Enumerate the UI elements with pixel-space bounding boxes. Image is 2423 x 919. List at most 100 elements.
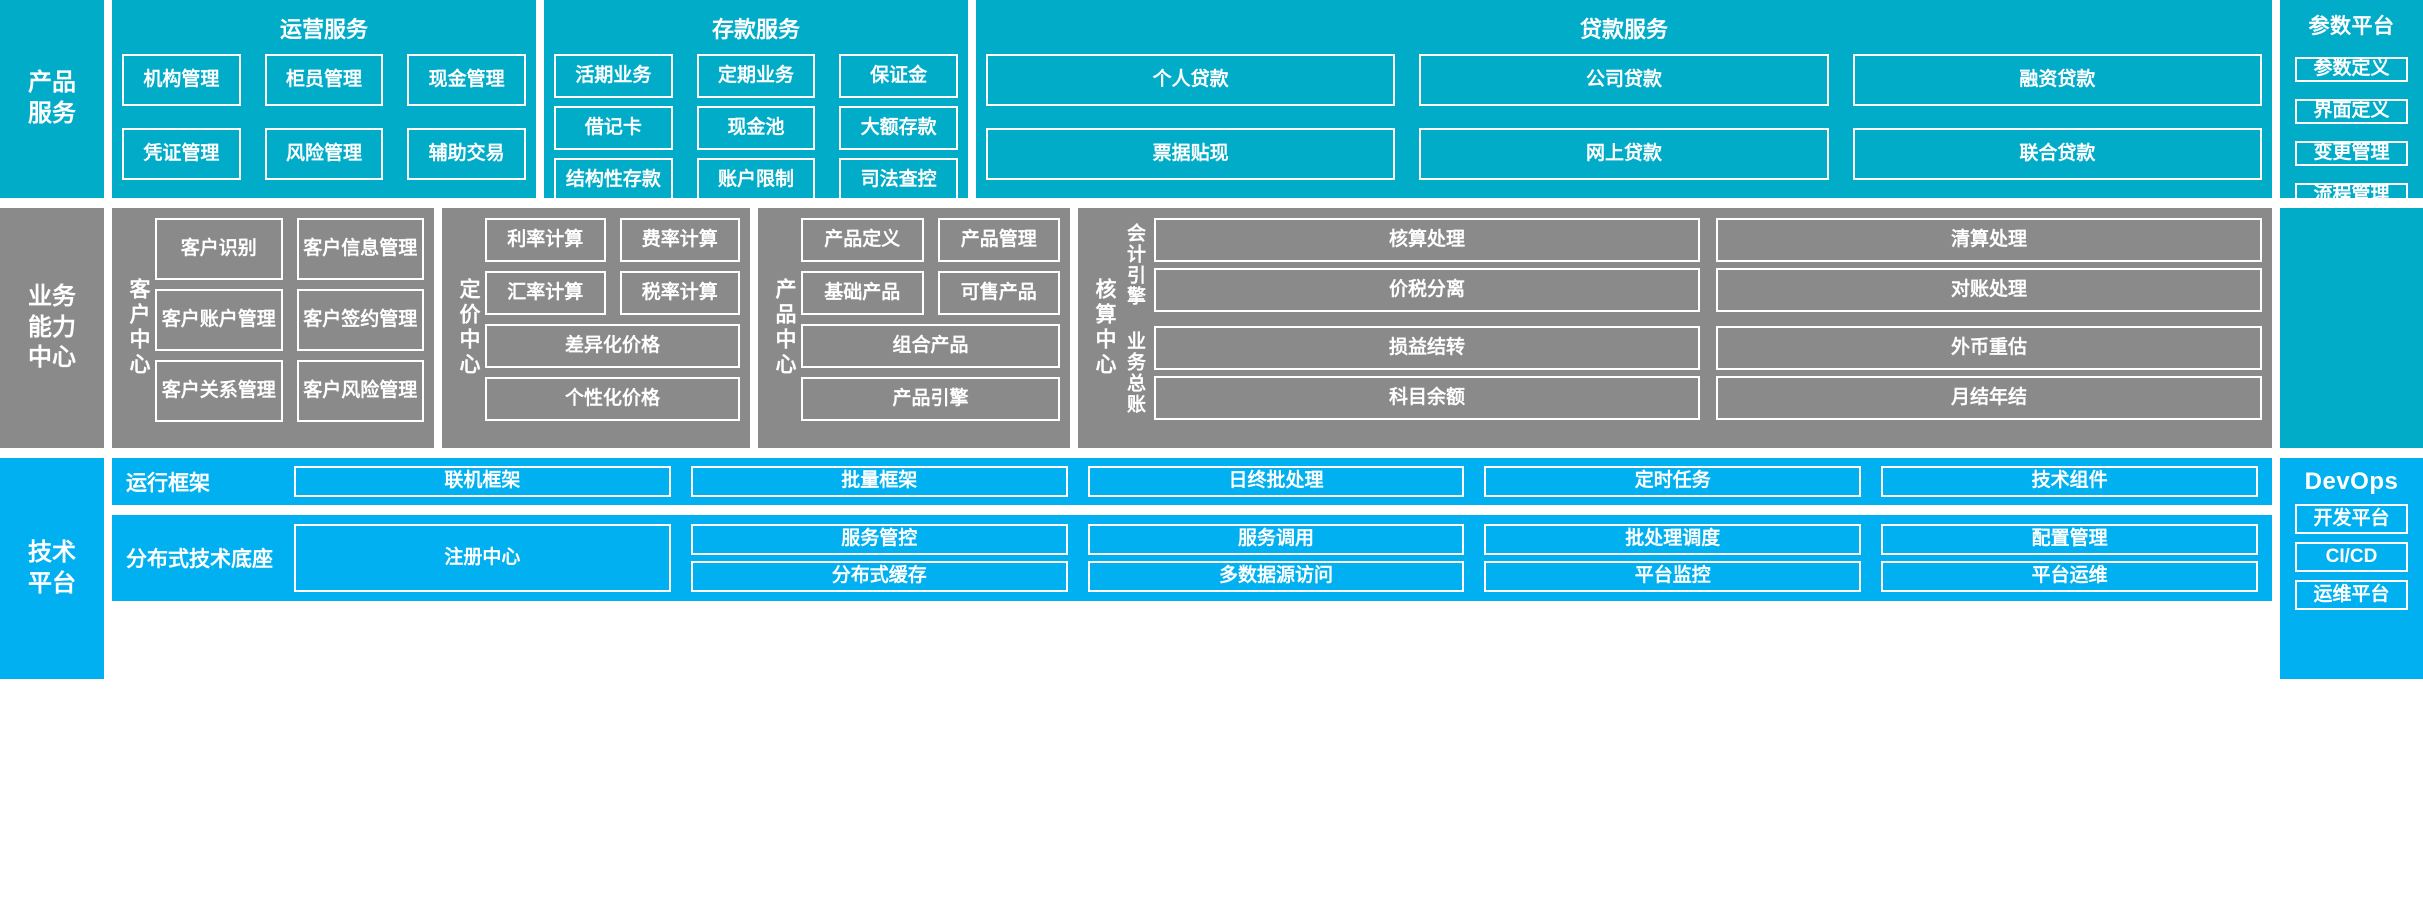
chip-teller-management[interactable]: 柜员管理 (264, 54, 384, 106)
chip-base-product[interactable]: 基础产品 (801, 271, 924, 315)
chip-structured-deposit[interactable]: 结构性存款 (554, 158, 673, 202)
panel-deposit-grid: 活期业务 定期业务 保证金 借记卡 现金池 大额存款 结构性存款 账户限制 司法… (554, 54, 958, 202)
chip-tax-rate-calc[interactable]: 税率计算 (619, 271, 740, 315)
panel-pricing-center: 定价中心 利率计算 费率计算 汇率计算 税率计算 差异化价格 个性化价格 (442, 208, 750, 448)
chip-product-management[interactable]: 产品管理 (937, 218, 1060, 262)
panel-deposit-title: 存款服务 (711, 17, 800, 42)
chip-product-definition[interactable]: 产品定义 (801, 218, 924, 262)
tech-row-runtime-framework: 运行框架 联机框架 批量框架 日终批处理 定时任务 技术组件 (112, 458, 2272, 505)
chip-auxiliary-transaction[interactable]: 辅助交易 (407, 128, 526, 180)
chip-customer-contract-management[interactable]: 客户签约管理 (296, 289, 424, 351)
chip-customer-account-management[interactable]: 客户账户管理 (155, 289, 283, 351)
chip-foreign-currency-revaluation[interactable]: 外币重估 (1716, 326, 2262, 370)
chip-ci-cd[interactable]: CI/CD (2295, 542, 2408, 572)
chip-corporate-loan[interactable]: 公司贷款 (1419, 54, 1829, 106)
chip-joint-loan[interactable]: 联合贷款 (1852, 128, 2262, 180)
chip-cash-pool[interactable]: 现金池 (696, 106, 816, 150)
chip-platform-monitoring[interactable]: 平台监控 (1484, 561, 1862, 592)
chip-interest-rate-calc[interactable]: 利率计算 (485, 218, 606, 262)
chip-change-management[interactable]: 变更管理 (2295, 140, 2408, 166)
chip-process-management[interactable]: 流程管理 (2295, 182, 2408, 208)
panel-operation-grid: 机构管理 柜员管理 现金管理 凭证管理 风险管理 辅助交易 (122, 54, 526, 188)
panel-operation-services: 运营服务 机构管理 柜员管理 现金管理 凭证管理 风险管理 辅助交易 (112, 0, 536, 198)
chip-sellable-product[interactable]: 可售产品 (937, 271, 1060, 315)
chip-financing-loan[interactable]: 融资贷款 (1852, 54, 2262, 106)
chip-service-invocation[interactable]: 服务调用 (1087, 524, 1465, 555)
chip-eod-batch-process[interactable]: 日终批处理 (1087, 466, 1465, 497)
chip-service-governance[interactable]: 服务管控 (690, 524, 1068, 555)
accounting-engine-grid: 核算处理 清算处理 价税分离 对账处理 (1154, 218, 2262, 312)
tech-platform-stack: 运行框架 联机框架 批量框架 日终批处理 定时任务 技术组件 分布式技术底座 注… (112, 458, 2272, 679)
distributed-base-cells: 注册中心 服务管控 服务调用 批处理调度 配置管理 分布式缓存 多数据源访问 平… (294, 524, 2258, 592)
tier-label-product-services-text: 产品服务 (28, 69, 76, 127)
chip-customer-info-management[interactable]: 客户信息管理 (296, 218, 424, 280)
panel-operation-title: 运营服务 (279, 17, 368, 42)
tier-label-product-services: 产品服务 (0, 0, 104, 198)
chip-large-deposit[interactable]: 大额存款 (839, 106, 958, 150)
chip-voucher-management[interactable]: 凭证管理 (122, 128, 241, 180)
customer-center-label: 客户中心 (127, 278, 150, 378)
chip-reconciliation-processing[interactable]: 对账处理 (1716, 268, 2262, 312)
chip-scheduled-task[interactable]: 定时任务 (1484, 466, 1862, 497)
chip-margin-deposit[interactable]: 保证金 (839, 54, 958, 98)
chip-ops-platform[interactable]: 运维平台 (2295, 580, 2408, 610)
tier-label-tech-platform: 技术平台 (0, 458, 104, 679)
chip-batch-framework[interactable]: 批量框架 (690, 466, 1068, 497)
tier-label-business-capability-text: 业务能力中心 (28, 282, 76, 372)
panel-devops: DevOps 开发平台 CI/CD 运维平台 (2280, 458, 2423, 679)
chip-fee-rate-calc[interactable]: 费率计算 (619, 218, 740, 262)
chip-month-year-end-close[interactable]: 月结年结 (1716, 376, 2262, 420)
chip-distributed-cache[interactable]: 分布式缓存 (690, 561, 1068, 592)
accounting-group-ledger: 业务总账 损益结转 外币重估 科目余额 月结年结 (1121, 326, 2262, 420)
chip-ui-definition[interactable]: 界面定义 (2295, 98, 2408, 124)
chip-online-framework[interactable]: 联机框架 (294, 466, 671, 497)
chip-batch-scheduling[interactable]: 批处理调度 (1484, 524, 1862, 555)
chip-risk-management[interactable]: 风险管理 (264, 128, 384, 180)
tech-row-distributed-base: 分布式技术底座 注册中心 服务管控 服务调用 批处理调度 配置管理 分布式缓存 … (112, 515, 2272, 601)
chip-dev-platform[interactable]: 开发平台 (2295, 504, 2408, 534)
chip-product-engine[interactable]: 产品引擎 (801, 377, 1060, 421)
chip-exchange-rate-calc[interactable]: 汇率计算 (485, 271, 606, 315)
business-capability-band: 业务能力中心 客户中心 客户识别 客户信息管理 客户账户管理 客户签约管理 客户… (0, 208, 2423, 448)
chip-multi-datasource-access[interactable]: 多数据源访问 (1087, 561, 1465, 592)
chip-debit-card[interactable]: 借记卡 (554, 106, 673, 150)
customer-center-body: 客户识别 客户信息管理 客户账户管理 客户签约管理 客户关系管理 客户风险管理 (155, 218, 424, 438)
chip-account-restriction[interactable]: 账户限制 (696, 158, 816, 202)
tier-label-tech-platform-text: 技术平台 (28, 538, 76, 597)
accounting-engine-label: 会计引擎 (1124, 223, 1145, 307)
chip-profit-loss-carryover[interactable]: 损益结转 (1154, 326, 1700, 370)
accounting-center-body: 会计引擎 核算处理 清算处理 价税分离 对账处理 业务总账 损益结转 外币重估 … (1121, 218, 2262, 438)
chip-time-business[interactable]: 定期业务 (696, 54, 816, 98)
pricing-center-label: 定价中心 (457, 278, 480, 378)
chip-platform-operations[interactable]: 平台运维 (1881, 561, 2258, 592)
chip-bill-discount[interactable]: 票据贴现 (986, 128, 1396, 180)
chip-personalized-price[interactable]: 个性化价格 (485, 377, 740, 421)
panel-customer-center: 客户中心 客户识别 客户信息管理 客户账户管理 客户签约管理 客户关系管理 客户… (112, 208, 434, 448)
chip-registry-center[interactable]: 注册中心 (294, 524, 671, 592)
panel-accounting-center: 核算中心 会计引擎 核算处理 清算处理 价税分离 对账处理 业务总账 损益结转 (1078, 208, 2272, 448)
pricing-center-grid: 利率计算 费率计算 汇率计算 税率计算 (485, 218, 740, 315)
chip-differentiated-price[interactable]: 差异化价格 (485, 324, 740, 368)
chip-customer-identification[interactable]: 客户识别 (155, 218, 283, 280)
chip-cash-management[interactable]: 现金管理 (407, 54, 526, 106)
chip-parameter-definition[interactable]: 参数定义 (2295, 57, 2408, 82)
chip-customer-risk-management[interactable]: 客户风险管理 (296, 360, 424, 422)
chip-tech-component[interactable]: 技术组件 (1881, 466, 2258, 497)
chip-settlement-processing[interactable]: 清算处理 (1716, 218, 2262, 262)
chip-price-tax-separation[interactable]: 价税分离 (1154, 268, 1700, 312)
chip-personal-loan[interactable]: 个人贷款 (986, 54, 1396, 106)
chip-accounting-processing[interactable]: 核算处理 (1154, 218, 1700, 262)
chip-org-management[interactable]: 机构管理 (122, 54, 241, 106)
chip-demand-business[interactable]: 活期业务 (554, 54, 673, 98)
chip-customer-relation-management[interactable]: 客户关系管理 (155, 360, 283, 422)
pricing-center-body: 利率计算 费率计算 汇率计算 税率计算 差异化价格 个性化价格 (485, 218, 740, 438)
panel-parameter-platform: 参数平台 参数定义 界面定义 变更管理 流程管理 参数发布 参数对比 (2280, 0, 2423, 292)
chip-judicial-inquiry[interactable]: 司法查控 (839, 158, 958, 202)
runtime-framework-cells: 联机框架 批量框架 日终批处理 定时任务 技术组件 (294, 466, 2258, 497)
chip-online-loan[interactable]: 网上贷款 (1419, 128, 1829, 180)
chip-account-balance[interactable]: 科目余额 (1154, 376, 1700, 420)
chip-config-management[interactable]: 配置管理 (1881, 524, 2258, 555)
chip-bundled-product[interactable]: 组合产品 (801, 324, 1060, 368)
accounting-center-label: 核算中心 (1093, 278, 1116, 378)
